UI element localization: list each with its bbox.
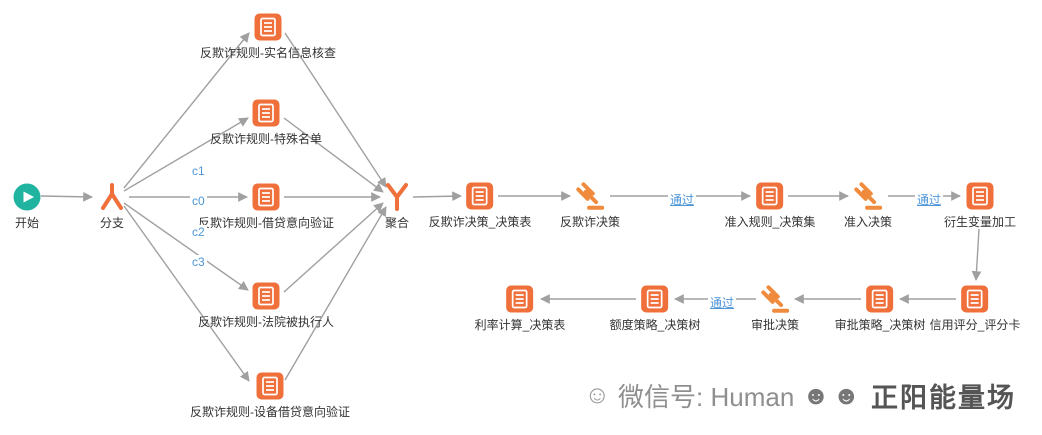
edge-label-pass-antifraud[interactable]: 通过 (668, 193, 697, 208)
gavel-icon (575, 181, 605, 211)
document-icon (960, 284, 990, 314)
node-label: 聚合 (384, 216, 409, 230)
node-label: 额度策略_决策树 (609, 318, 701, 332)
node-rule-loan-intent[interactable]: 反欺诈规则-借贷意向验证 (198, 182, 334, 230)
node-label: 反欺诈规则-实名信息核查 (200, 46, 336, 60)
watermark: ☺ 微信号: Human ☻☻ 正阳能量场 (584, 376, 1016, 415)
edge-branch-device (123, 205, 250, 382)
edge-label-pass-approval[interactable]: 通过 (708, 296, 737, 311)
node-rate-calc-table[interactable]: 利率计算_决策表 (474, 284, 566, 332)
node-approval-decision[interactable]: 审批决策 (751, 284, 799, 332)
node-label: 反欺诈规则-借贷意向验证 (198, 216, 334, 230)
node-branch[interactable]: 分支 (97, 182, 127, 230)
edge-label-c2[interactable]: c2 (190, 225, 207, 240)
node-quota-strategy-tree[interactable]: 额度策略_决策树 (609, 284, 701, 332)
edge-special-aggregate (283, 117, 384, 193)
node-antifraud-decision[interactable]: 反欺诈决策 (560, 181, 620, 229)
node-label: 审批决策 (750, 318, 800, 332)
node-label: 衍生变量加工 (943, 215, 1017, 229)
watermark-brand: 正阳能量场 (871, 383, 1016, 413)
document-icon (965, 181, 995, 211)
document-icon (255, 371, 285, 401)
edge-label-c3[interactable]: c3 (190, 255, 207, 270)
document-icon (251, 281, 281, 311)
edge-court-aggregate (283, 202, 384, 293)
node-label: 利率计算_决策表 (474, 318, 566, 332)
document-icon (251, 98, 281, 128)
edge-start-branch (40, 191, 93, 202)
faces-icon: ☻☻ (802, 380, 863, 410)
node-label: 反欺诈规则-设备借贷意向验证 (190, 405, 350, 419)
node-aggregate[interactable]: 聚合 (382, 182, 412, 230)
gavel-icon (853, 181, 883, 211)
node-label: 信用评分_评分卡 (929, 318, 1021, 332)
document-icon (505, 284, 535, 314)
start-icon (12, 182, 42, 212)
node-label: 审批策略_决策树 (834, 318, 926, 332)
node-derived-variable[interactable]: 衍生变量加工 (944, 181, 1016, 229)
edge-label-c1[interactable]: c1 (190, 164, 207, 179)
merge-icon (382, 182, 412, 212)
node-access-ruleset[interactable]: 准入规则_决策集 (724, 181, 816, 229)
node-rule-device-loan-intent[interactable]: 反欺诈规则-设备借贷意向验证 (190, 371, 350, 419)
document-icon (253, 12, 283, 42)
face-icon: ☺ (584, 381, 611, 409)
gavel-icon (760, 284, 790, 314)
edge-label-c0[interactable]: c0 (190, 194, 207, 209)
edge-branch-court (123, 202, 249, 291)
node-antifraud-decision-table[interactable]: 反欺诈决策_决策表 (428, 181, 532, 229)
edge-branch-realname (123, 32, 250, 189)
document-icon (465, 181, 495, 211)
edge-aggregate-antifraudtable (412, 191, 462, 202)
node-approval-strategy-tree[interactable]: 审批策略_决策树 (834, 284, 926, 332)
document-icon (640, 284, 670, 314)
edge-device-aggregate (284, 206, 387, 381)
node-access-decision[interactable]: 准入决策 (844, 181, 892, 229)
node-label: 分支 (99, 216, 124, 230)
node-rule-court-executee[interactable]: 反欺诈规则-法院被执行人 (198, 281, 334, 329)
node-label: 准入规则_决策集 (724, 215, 816, 229)
edge-label-pass-access[interactable]: 通过 (915, 193, 944, 208)
node-label: 反欺诈决策 (559, 215, 621, 229)
node-label: 反欺诈规则-法院被执行人 (198, 315, 334, 329)
node-label: 反欺诈决策_决策表 (428, 215, 532, 229)
document-icon (251, 182, 281, 212)
node-rule-realname-check[interactable]: 反欺诈规则-实名信息核查 (200, 12, 336, 60)
watermark-text: 微信号: Human (618, 382, 795, 412)
node-start[interactable]: 开始 (12, 182, 42, 230)
document-icon (865, 284, 895, 314)
node-label: 开始 (14, 216, 39, 230)
node-label: 反欺诈规则-特殊名单 (210, 132, 322, 146)
edge-derivedvar-scorecard (971, 228, 982, 281)
edge-realname-aggregate (284, 32, 387, 188)
edge-branch-special (123, 117, 249, 192)
node-label: 准入决策 (843, 215, 893, 229)
document-icon (755, 181, 785, 211)
node-credit-scorecard[interactable]: 信用评分_评分卡 (929, 284, 1021, 332)
branch-icon (97, 182, 127, 212)
node-rule-special-list[interactable]: 反欺诈规则-特殊名单 (210, 98, 322, 146)
